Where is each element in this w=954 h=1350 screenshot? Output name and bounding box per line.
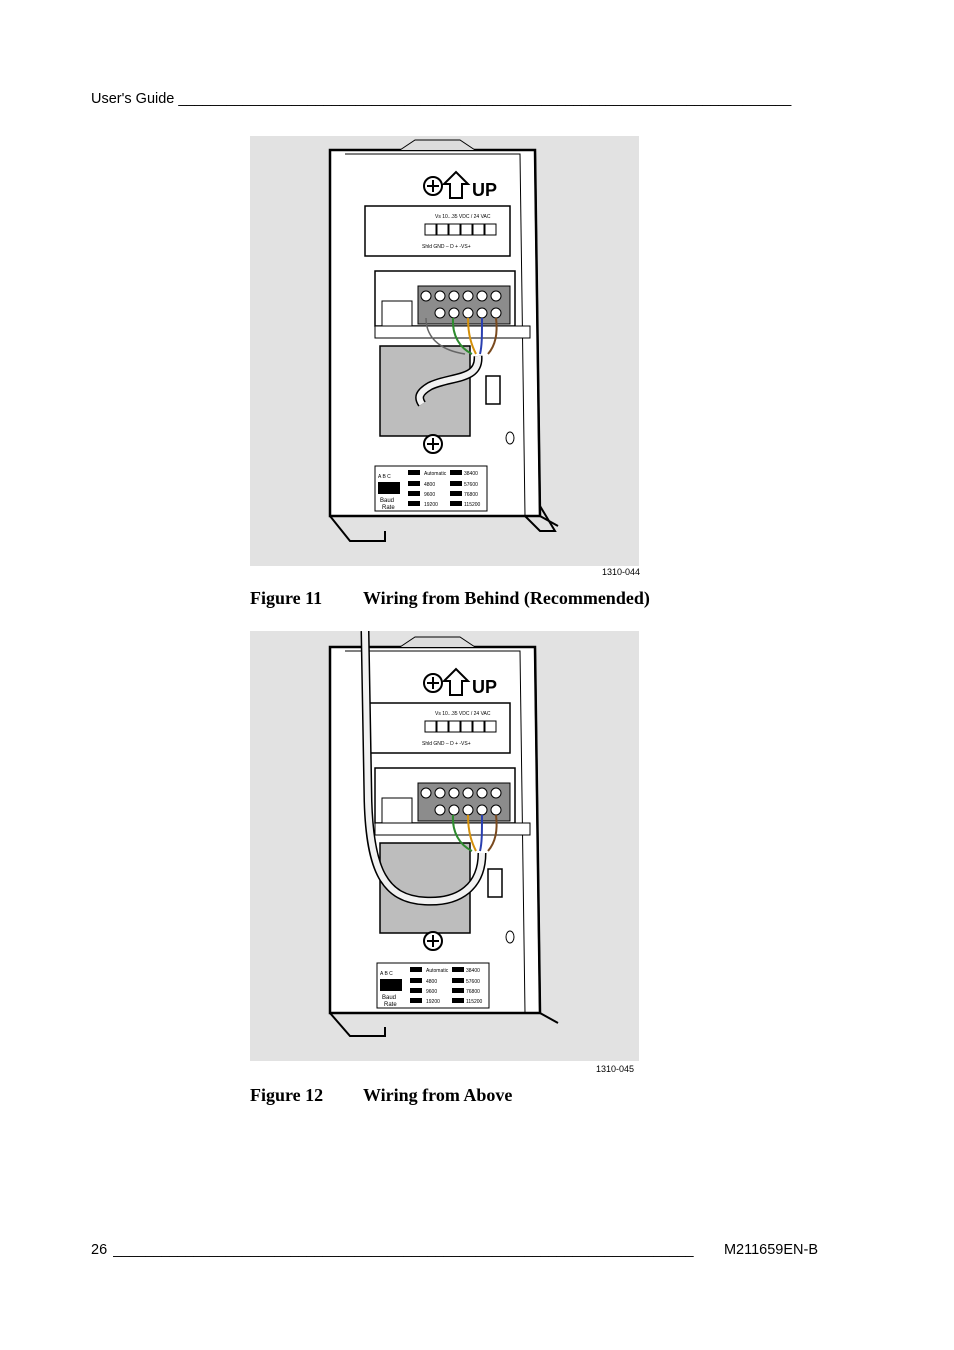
figure-11-caption: Figure 11 Wiring from Behind (Recommended… (250, 588, 650, 609)
transmitter-wiring-drawing: UP Vs 10...35 VDC / 24 VAC Shld GND – D … (328, 139, 559, 542)
wire-blue (479, 317, 483, 355)
svg-text:A B C: A B C (378, 474, 391, 480)
power-terminal-label: Vs 10...35 VDC / 24 VAC (435, 711, 491, 717)
wire-brown (487, 317, 498, 355)
terminal-labels: Shld GND – D + -VS+ (422, 741, 471, 747)
wire-green (451, 317, 473, 355)
svg-text:9600: 9600 (426, 989, 437, 995)
figure-12-id: 1310-045 (596, 1064, 635, 1074)
figure-11-id: 1310-044 (602, 567, 641, 577)
svg-text:76800: 76800 (466, 989, 480, 995)
svg-text:38400: 38400 (464, 471, 478, 477)
figure-12-image: UP Vs 10...35 VDC / 24 VAC Shld GND – D … (250, 631, 639, 1061)
figure-11-number: Figure 11 (250, 588, 323, 608)
terminal-labels: Shld GND – D + -VS+ (422, 244, 471, 250)
figure-12-title: Wiring from Above (363, 1085, 513, 1105)
figure-11-image: UP Vs 10...35 VDC / 24 VAC Shld GND – D … (250, 136, 639, 566)
svg-text:Rate: Rate (384, 1002, 397, 1008)
svg-text:A B C: A B C (380, 971, 393, 977)
svg-text:19200: 19200 (426, 999, 440, 1005)
document-code: M211659EN-B (723, 1242, 818, 1258)
up-label: UP (472, 180, 497, 200)
svg-text:115200: 115200 (466, 999, 483, 1005)
svg-text:Rate: Rate (382, 505, 395, 511)
wire-brown (487, 814, 498, 852)
page-number: 26 (91, 1242, 108, 1258)
svg-text:57600: 57600 (464, 482, 478, 488)
svg-text:Automatic: Automatic (424, 471, 447, 477)
svg-text:9600: 9600 (424, 492, 435, 498)
svg-text:4800: 4800 (426, 979, 437, 985)
svg-text:57600: 57600 (466, 979, 480, 985)
svg-text:Baud: Baud (380, 498, 394, 504)
figure-11-title: Wiring from Behind (Recommended) (363, 588, 650, 608)
svg-text:115200: 115200 (464, 502, 481, 508)
up-label: UP (472, 677, 497, 697)
transmitter-wiring-drawing: UP Vs 10...35 VDC / 24 VAC Shld GND – D … (328, 631, 559, 1037)
footer-rule: ________________________________________… (113, 1242, 694, 1258)
svg-text:4800: 4800 (424, 482, 435, 488)
svg-text:Baud: Baud (382, 995, 396, 1001)
figure-12-number: Figure 12 (250, 1085, 324, 1105)
page-header: User's Guide ___________________________… (91, 91, 792, 107)
up-arrow-icon (441, 170, 471, 199)
svg-text:19200: 19200 (424, 502, 438, 508)
figure-12-caption: Figure 12 Wiring from Above (250, 1085, 512, 1106)
wire-green (451, 814, 473, 852)
up-arrow-icon (441, 667, 471, 696)
svg-text:76800: 76800 (464, 492, 478, 498)
wire-orange (467, 317, 477, 355)
svg-text:Automatic: Automatic (426, 968, 449, 974)
power-terminal-label: Vs 10...35 VDC / 24 VAC (435, 214, 491, 220)
wire-blue (479, 814, 483, 852)
svg-text:38400: 38400 (466, 968, 480, 974)
wire-orange (467, 814, 477, 852)
